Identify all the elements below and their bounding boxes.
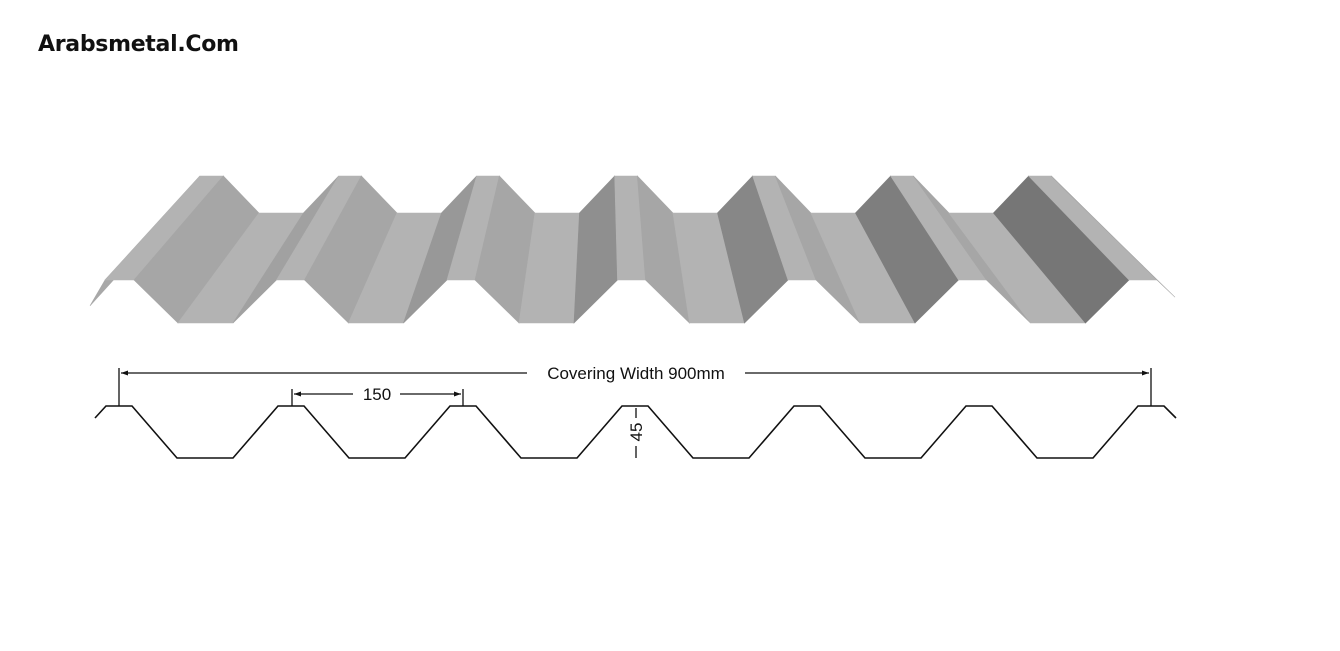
pitch-label: 150 (363, 385, 391, 404)
pitch-arrow-right (454, 391, 461, 397)
sheet-profile-drawing: Covering Width 900mm 150 45 (94, 364, 1177, 459)
sheet-face (573, 175, 618, 324)
sheet-face (1051, 175, 1176, 298)
arrow-right (1142, 370, 1149, 376)
arrow-left (121, 370, 128, 376)
sheet-3d-view (89, 175, 1176, 324)
brand-logo: Arabsmetal.Com (38, 32, 239, 57)
pitch-arrow-left (294, 391, 301, 397)
height-label: 45 (627, 423, 646, 442)
profile-line (94, 405, 1177, 459)
covering-width-label: Covering Width 900mm (547, 364, 725, 383)
